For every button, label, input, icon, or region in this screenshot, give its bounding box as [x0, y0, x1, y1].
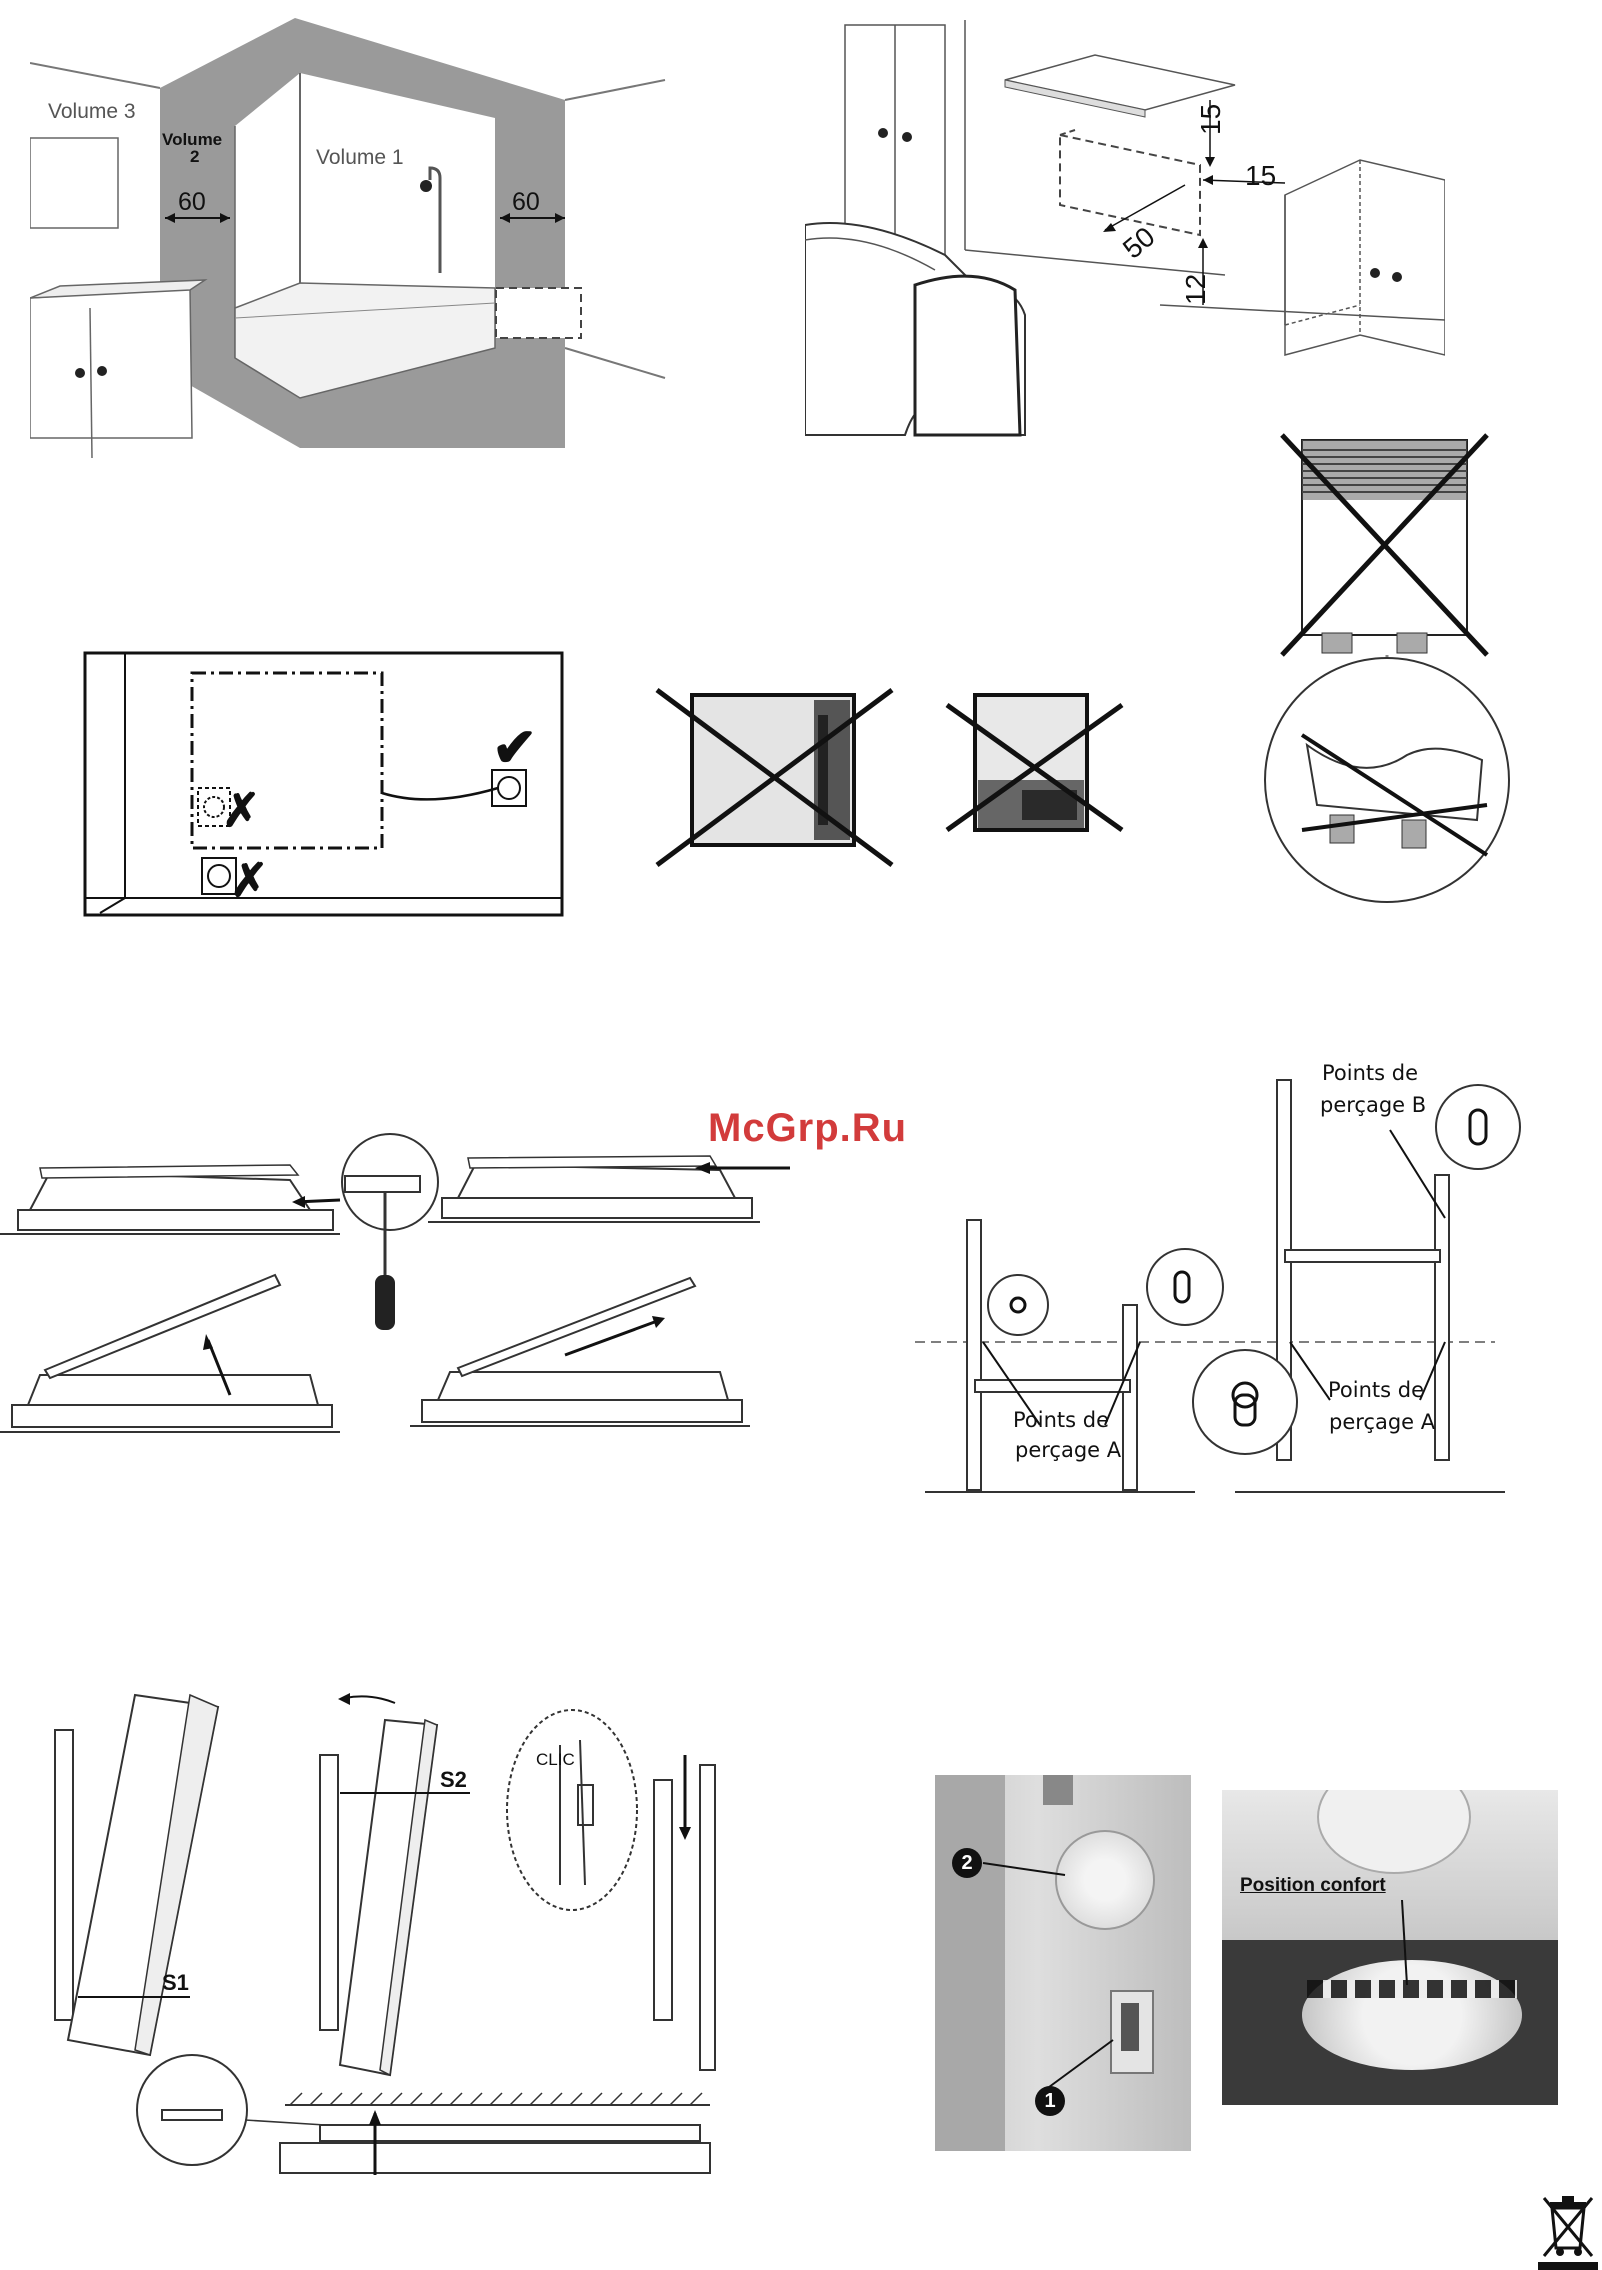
s2-label: S2: [440, 1767, 467, 1792]
drill-a-label-1: Points de: [1013, 1408, 1109, 1432]
svg-text:✗: ✗: [222, 784, 261, 836]
s1-label: S1: [162, 1970, 189, 1995]
photo-leader-lines: [935, 1775, 1191, 2151]
weee-bin-icon: [1538, 2188, 1598, 2270]
wrong-installation-1: [652, 685, 897, 870]
drill-b-label-2: perçage B: [1320, 1093, 1426, 1117]
volume2-num: 2: [190, 147, 199, 166]
drilling-points-diagram: Points de perçage A Points de perçage B …: [915, 1050, 1535, 1520]
svg-text:✗: ✗: [230, 854, 269, 906]
clearance-bottom: 12: [1180, 274, 1211, 305]
volume3-label: Volume 3: [48, 100, 136, 123]
drill-a-label-4: perçage A: [1329, 1410, 1436, 1434]
drill-a-label-2: perçage A: [1015, 1438, 1122, 1462]
clearance-side: 15: [1245, 160, 1276, 191]
clic-label: CLIC: [536, 1750, 575, 1769]
clearance-diagram: 15 15 50 12: [805, 15, 1445, 455]
no-feet-diagram: [1262, 425, 1517, 925]
comfort-leader-line: [1222, 1790, 1558, 2105]
svg-text:✔: ✔: [492, 718, 537, 778]
wrong-installation-2: [942, 685, 1127, 840]
volume1-label: Volume 1: [316, 146, 404, 169]
socket-position-diagram: ✗ ✗ ✔: [80, 648, 570, 920]
clearance-front: 50: [1117, 221, 1161, 265]
drill-a-label-3: Points de: [1328, 1378, 1424, 1402]
drill-b-label-1: Points de: [1322, 1061, 1418, 1085]
dim-right: 60: [512, 188, 540, 216]
mounting-diagram: S1 S2 CLIC: [40, 1685, 740, 2195]
clearance-top: 15: [1195, 104, 1226, 135]
bathroom-volumes-diagram: Volume 3 Volume 2 Volume 1 60 60: [30, 18, 670, 468]
dim-left: 60: [178, 188, 206, 216]
bracket-removal-diagram: [0, 1110, 800, 1450]
